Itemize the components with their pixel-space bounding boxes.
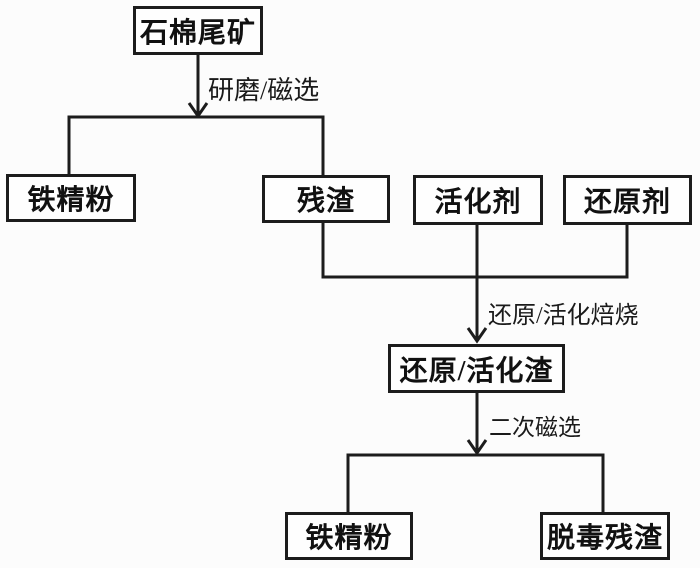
node-asbestos-tailings: 石棉尾矿	[133, 6, 263, 55]
arrowhead-down-icon	[466, 439, 488, 456]
node-reducing-agent: 还原剂	[563, 175, 692, 225]
node-reduction-activation-slag: 还原/活化渣	[388, 344, 565, 393]
node-iron-concentrate-top: 铁精粉	[6, 174, 136, 222]
node-iron-concentrate-bottom: 铁精粉	[285, 512, 413, 560]
arrowhead-down-icon	[466, 327, 488, 344]
node-residue: 残渣	[262, 175, 390, 223]
node-activator: 活化剂	[413, 175, 543, 225]
edge-branch-top	[67, 115, 325, 175]
edge-branch-bottom	[346, 453, 605, 512]
edge-label-grinding-magnetic-separation: 研磨/磁选	[208, 76, 320, 105]
edge-label-reduction-activation-roasting: 还原/活化焙烧	[488, 303, 639, 329]
edge-merge-inputs	[321, 223, 629, 279]
node-detoxified-residue: 脱毒残渣	[540, 512, 670, 560]
edge-label-secondary-magnetic-separation: 二次磁选	[489, 415, 581, 440]
